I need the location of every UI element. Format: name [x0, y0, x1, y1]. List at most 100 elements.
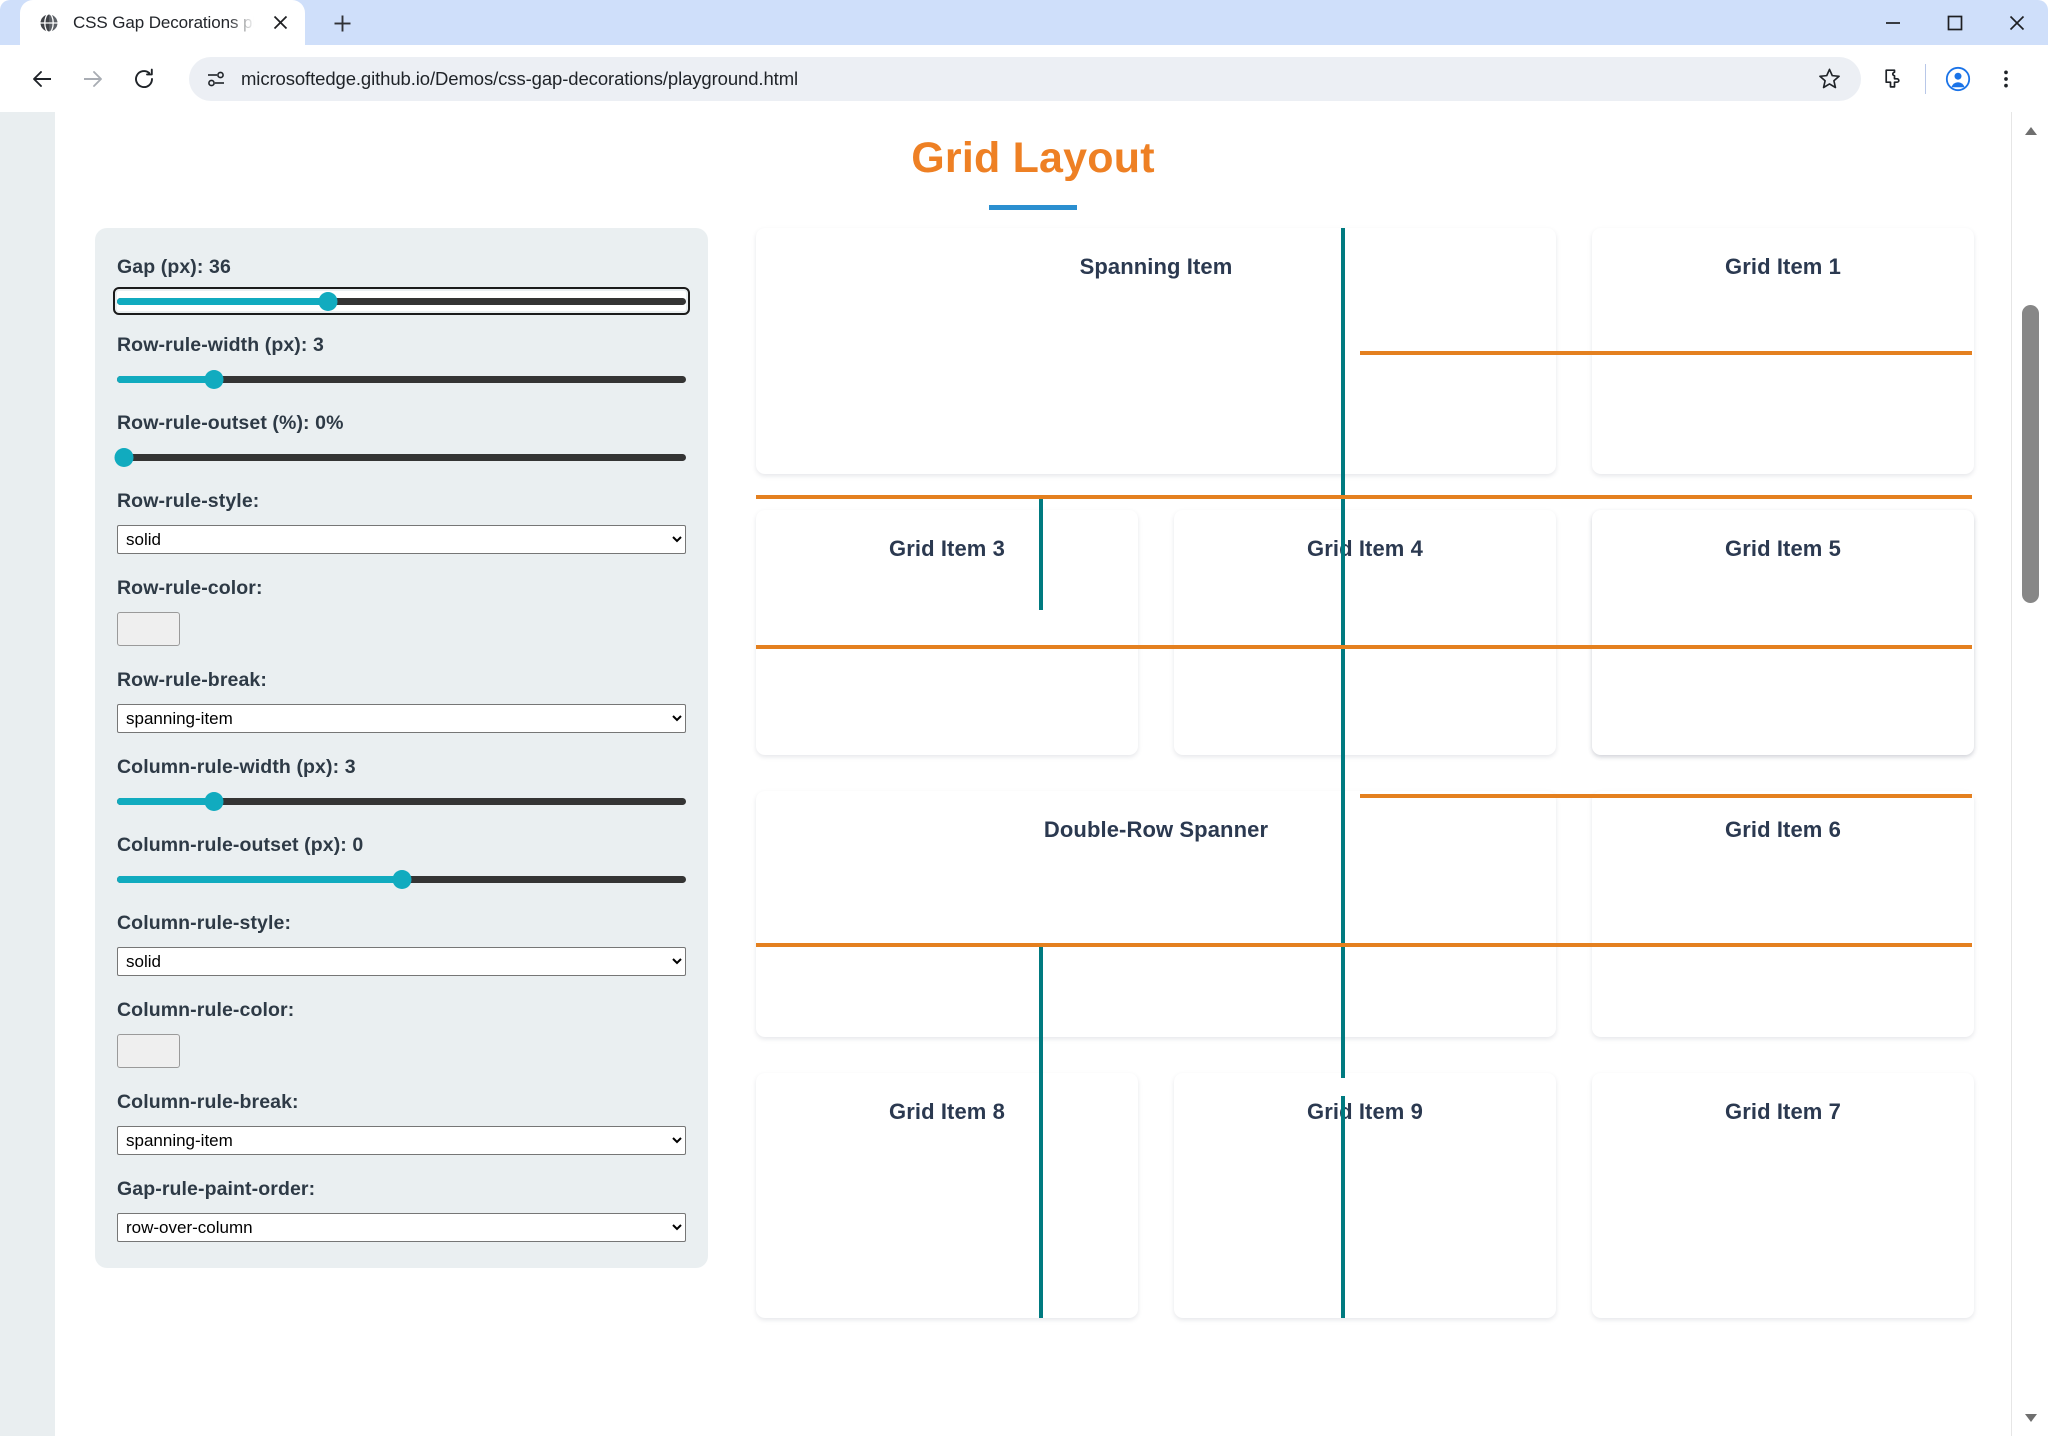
grid-item-7: Grid Item 7: [1592, 1072, 1974, 1318]
gap-slider[interactable]: [113, 287, 690, 315]
grid-demo-area: Spanning Item Grid Item 1 Grid Item 2 Gr…: [756, 228, 1974, 1318]
slider-fill: [117, 376, 214, 383]
slider-track: [117, 298, 686, 305]
grid-item-4: Grid Item 4: [1174, 509, 1556, 755]
control-label: Column-rule-break:: [117, 1091, 299, 1113]
gap-rule-paint-order-select[interactable]: row-over-column: [117, 1213, 686, 1242]
grid-item-spanning: Spanning Item: [756, 228, 1556, 474]
column-rule-width-slider[interactable]: [117, 791, 686, 811]
control-column-rule-width: Column-rule-width (px): 3: [117, 756, 686, 811]
slider-fill: [117, 798, 214, 805]
column-rule-inner-row2: [1039, 496, 1043, 610]
control-gap-rule-paint-order: Gap-rule-paint-order: row-over-column: [117, 1178, 686, 1242]
slider-fill: [117, 298, 328, 305]
control-gap: Gap (px): 36: [113, 256, 690, 315]
slider-thumb[interactable]: [204, 370, 224, 389]
control-column-rule-color: Column-rule-color:: [117, 999, 686, 1068]
row-rule-right-col-1: [1360, 351, 1972, 355]
title-underline: [989, 205, 1077, 210]
slider-track: [117, 376, 686, 383]
three-dot-icon[interactable]: [1982, 55, 2030, 103]
control-column-rule-outset: Column-rule-outset (px): 0: [117, 834, 686, 889]
slider-fill: [117, 876, 402, 883]
grid-item-6: Grid Item 6: [1592, 791, 1974, 1037]
page-title: Grid Layout: [911, 134, 1155, 182]
grid-item-3: Grid Item 3: [756, 509, 1138, 755]
column-rule-style-select[interactable]: solid: [117, 947, 686, 976]
web-page: Grid Layout Gap (px): 36: [55, 112, 2011, 1436]
window-controls: [1862, 0, 2048, 45]
row-rule-full-1: [756, 495, 1972, 499]
slider-thumb[interactable]: [204, 792, 224, 811]
close-window-button[interactable]: [1986, 0, 2048, 45]
column-rule-break-select[interactable]: spanning-item: [117, 1126, 686, 1155]
slider-track: [117, 454, 686, 461]
tab-strip: CSS Gap Decorations playground: [0, 0, 2048, 45]
globe-icon: [38, 12, 60, 34]
slider-thumb[interactable]: [114, 448, 134, 467]
slider-track: [117, 798, 686, 805]
row-rule-full-3: [756, 943, 1972, 947]
control-label: Row-rule-outset (%): 0%: [117, 412, 344, 434]
row-rule-style-select[interactable]: solid: [117, 525, 686, 554]
slider-thumb[interactable]: [318, 292, 338, 311]
control-row-rule-color: Row-rule-color:: [117, 577, 686, 646]
control-row-rule-style: Row-rule-style: solid: [117, 490, 686, 554]
column-rule-main-lower: [1341, 1096, 1345, 1318]
address-bar[interactable]: microsoftedge.github.io/Demos/css-gap-de…: [189, 56, 1861, 101]
control-label: Column-rule-color:: [117, 999, 295, 1021]
control-label: Gap (px): 36: [117, 256, 231, 278]
star-icon[interactable]: [1807, 57, 1851, 101]
forward-button[interactable]: [69, 55, 117, 103]
site-permissions-icon[interactable]: [197, 60, 235, 98]
control-label: Row-rule-width (px): 3: [117, 334, 324, 356]
page-viewport: Grid Layout Gap (px): 36: [0, 112, 2048, 1436]
control-label: Row-rule-break:: [117, 669, 267, 691]
slider-thumb[interactable]: [392, 870, 411, 889]
control-label: Row-rule-style:: [117, 490, 260, 512]
back-button[interactable]: [18, 55, 66, 103]
column-rule-inner-row4: [1039, 944, 1043, 1318]
new-tab-button[interactable]: [323, 4, 361, 42]
url-text[interactable]: microsoftedge.github.io/Demos/css-gap-de…: [241, 67, 799, 89]
minimize-button[interactable]: [1862, 0, 1924, 45]
row-rule-outset-slider[interactable]: [114, 447, 686, 467]
maximize-button[interactable]: [1924, 0, 1986, 45]
controls-panel: Gap (px): 36 Row-rule-width (px): 3: [95, 228, 708, 1268]
row-rule-full-2: [756, 645, 1972, 649]
grid-item-5: Grid Item 5: [1592, 509, 1974, 755]
control-column-rule-style: Column-rule-style: solid: [117, 912, 686, 976]
column-rule-outset-slider[interactable]: [117, 869, 686, 889]
row-rule-color-picker[interactable]: [117, 612, 180, 646]
row-rule-break-select[interactable]: spanning-item: [117, 704, 686, 733]
control-label: Column-rule-outset (px): 0: [117, 834, 364, 856]
toolbar-divider: [1925, 63, 1926, 94]
scrollbar-thumb[interactable]: [2022, 305, 2039, 603]
account-icon[interactable]: [1934, 55, 1982, 103]
browser-tab[interactable]: CSS Gap Decorations playground: [20, 0, 305, 45]
tab-title: CSS Gap Decorations playground: [73, 12, 254, 32]
close-tab-icon[interactable]: [267, 10, 293, 36]
toolbar-right-actions: [1869, 55, 2030, 103]
puzzle-icon[interactable]: [1869, 55, 1917, 103]
control-label: Gap-rule-paint-order:: [117, 1178, 316, 1200]
scroll-up-icon[interactable]: [2012, 112, 2048, 149]
scroll-down-icon[interactable]: [2012, 1399, 2048, 1436]
row-rule-width-slider[interactable]: [117, 369, 686, 389]
control-row-rule-break: Row-rule-break: spanning-item: [117, 669, 686, 733]
control-column-rule-break: Column-rule-break: spanning-item: [117, 1091, 686, 1155]
control-row-rule-width: Row-rule-width (px): 3: [117, 334, 686, 389]
grid-item-8: Grid Item 8: [756, 1072, 1138, 1318]
reload-button[interactable]: [120, 55, 168, 103]
column-rule-main: [1341, 228, 1345, 1078]
grid-item-9: Grid Item 9: [1174, 1072, 1556, 1318]
grid-item-1: Grid Item 1: [1592, 228, 1974, 474]
row-rule-right-col-2: [1360, 794, 1972, 798]
page-layout: Gap (px): 36 Row-rule-width (px): 3: [55, 210, 2011, 1318]
column-rule-color-picker[interactable]: [117, 1034, 180, 1068]
control-row-rule-outset: Row-rule-outset (%): 0%: [114, 412, 686, 467]
control-label: Column-rule-style:: [117, 912, 292, 934]
grid-item-double-row-spanner: Double-Row Spanner: [756, 791, 1556, 1037]
vertical-scrollbar[interactable]: [2011, 112, 2048, 1436]
